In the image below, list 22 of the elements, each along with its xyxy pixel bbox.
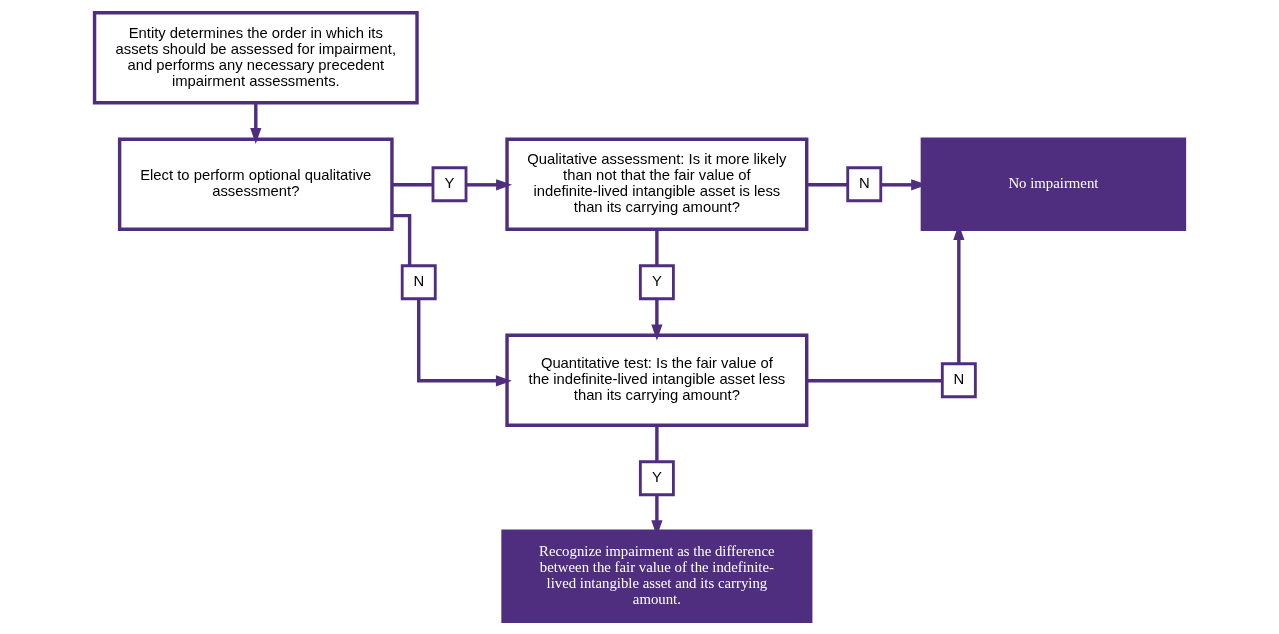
connector bbox=[391, 213, 412, 266]
connector bbox=[806, 379, 943, 383]
connector bbox=[807, 183, 848, 187]
node-box: Y bbox=[431, 166, 468, 203]
node-box: No impairment bbox=[920, 137, 1187, 231]
node-box: Y bbox=[638, 264, 675, 301]
node-box: Y bbox=[638, 460, 675, 497]
connector bbox=[392, 183, 433, 187]
connector bbox=[655, 425, 659, 462]
node-box: Entity determines the order in which its assets should be assessed for impairment, and performs any necessary precedent impairment assessments. bbox=[92, 11, 419, 105]
connector bbox=[655, 229, 659, 266]
node-box: N bbox=[846, 166, 883, 203]
arrow bbox=[651, 298, 663, 341]
node-box: Quantitative test: Is the fair value of the indefinite-lived intangible asset less than its carrying amount? bbox=[505, 333, 809, 427]
arrow bbox=[250, 103, 262, 144]
node-box: Qualitative assessment: Is it more likely than not that the fair value of indefinite-lived intangible asset is less than its carrying amount? bbox=[505, 137, 809, 231]
arrow bbox=[417, 298, 512, 387]
node-box: Recognize impairment as the difference between the fair value of the indefinite-lived intangible asset and its carrying amount. bbox=[501, 529, 813, 623]
node-box: Elect to perform optional qualitative assessment? bbox=[117, 137, 394, 231]
node-box: N bbox=[940, 362, 977, 399]
node-box: N bbox=[400, 264, 437, 301]
arrow bbox=[466, 179, 513, 191]
